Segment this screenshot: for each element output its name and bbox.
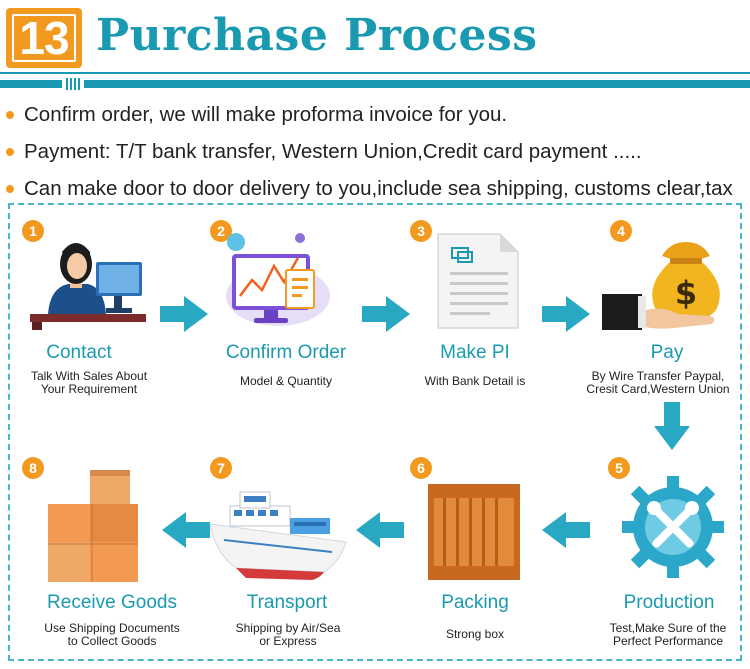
bullet-text: Confirm order, we will make proforma inv… bbox=[24, 102, 508, 126]
step-desc-line: or Express bbox=[259, 634, 317, 648]
step-number: 2 bbox=[210, 220, 232, 242]
step-desc-line: Perfect Performance bbox=[612, 634, 724, 648]
step-desc-line: Model & Quantity bbox=[239, 374, 333, 388]
step-number: 5 bbox=[608, 457, 630, 479]
step-number: 7 bbox=[210, 457, 232, 479]
step-number: 3 bbox=[410, 220, 432, 242]
step-desc: Shipping by Air/Sea or Express bbox=[206, 622, 370, 648]
bullet-item: Can make door to door delivery to you,in… bbox=[6, 170, 746, 207]
arrow-right-icon bbox=[542, 296, 590, 332]
header-rule-right bbox=[84, 80, 750, 88]
header-rule-left bbox=[0, 80, 62, 88]
stacked-boxes-icon bbox=[48, 470, 138, 582]
step-desc-line: By Wire Transfer Paypal, bbox=[591, 369, 725, 383]
arrow-right-icon bbox=[160, 296, 208, 332]
step-desc-line: Cresit Card,Western Union bbox=[586, 382, 730, 396]
cargo-ship-icon bbox=[209, 491, 347, 580]
step-desc: With Bank Detail is bbox=[400, 375, 550, 388]
header-rule bbox=[0, 72, 750, 74]
badge-number: 13 bbox=[19, 12, 69, 64]
arrow-left-icon bbox=[542, 512, 590, 548]
step-title: Packing bbox=[441, 592, 509, 613]
step-desc-line: Strong box bbox=[445, 627, 505, 641]
step-number: 4 bbox=[610, 220, 632, 242]
step-number-badge: 13 bbox=[6, 8, 82, 68]
step-desc: Talk With Sales About Your Requirement bbox=[4, 370, 174, 396]
step-title: Make PI bbox=[440, 342, 510, 363]
step-desc-line: Your Requirement bbox=[40, 382, 138, 396]
step-desc: Strong box bbox=[410, 628, 540, 641]
step-desc-line: Test,Make Sure of the bbox=[609, 621, 727, 635]
bullet-dot-icon bbox=[6, 184, 14, 193]
wooden-crate-icon bbox=[428, 484, 520, 580]
step-desc: Use Shipping Documents to Collect Goods bbox=[20, 622, 204, 648]
bullet-item: Payment: T/T bank transfer, Western Unio… bbox=[6, 133, 746, 170]
step-desc-line: With Bank Detail is bbox=[424, 374, 526, 388]
step-title: Confirm Order bbox=[225, 342, 347, 363]
step-desc: By Wire Transfer Paypal, Cresit Card,Wes… bbox=[572, 370, 744, 396]
page-title: Purchase Process bbox=[96, 10, 538, 61]
step-desc-line: to Collect Goods bbox=[67, 634, 157, 648]
bullet-text: Payment: T/T bank transfer, Western Unio… bbox=[24, 139, 642, 163]
step-desc: Test,Make Sure of the Perfect Performanc… bbox=[590, 622, 746, 648]
document-icon bbox=[437, 233, 519, 329]
gear-wrench-icon bbox=[622, 476, 724, 578]
step-desc: Model & Quantity bbox=[208, 375, 364, 388]
step-title: Transport bbox=[246, 592, 328, 613]
process-frame bbox=[8, 203, 742, 661]
bullet-item: Confirm order, we will make proforma inv… bbox=[6, 96, 746, 133]
svg-text:$: $ bbox=[675, 274, 697, 312]
bullet-list: Confirm order, we will make proforma inv… bbox=[6, 96, 746, 207]
step-desc-line: Use Shipping Documents bbox=[44, 621, 180, 635]
money-bag-hand-icon: $ bbox=[602, 242, 720, 330]
step-number: 1 bbox=[22, 220, 44, 242]
step-desc-line: Talk With Sales About bbox=[30, 369, 148, 383]
arrow-left-icon bbox=[162, 512, 210, 548]
monitor-chart-icon bbox=[226, 233, 330, 326]
step-title: Production bbox=[623, 592, 715, 613]
step-number: 6 bbox=[410, 457, 432, 479]
arrow-right-icon bbox=[362, 296, 410, 332]
badge-frame bbox=[12, 14, 76, 62]
step-title: Receive Goods bbox=[47, 592, 177, 613]
person-at-computer-icon bbox=[30, 243, 146, 330]
bullet-text: Can make door to door delivery to you,in… bbox=[24, 176, 733, 200]
step-desc-line: Shipping by Air/Sea bbox=[235, 621, 341, 635]
arrow-left-icon bbox=[356, 512, 404, 548]
bullet-dot-icon bbox=[6, 110, 14, 119]
step-title: Pay bbox=[650, 342, 684, 363]
step-title: Contact bbox=[46, 342, 112, 363]
arrow-down-icon bbox=[654, 402, 690, 450]
step-number: 8 bbox=[22, 457, 44, 479]
bullet-dot-icon bbox=[6, 147, 14, 156]
header-rule-ticks bbox=[66, 78, 82, 90]
